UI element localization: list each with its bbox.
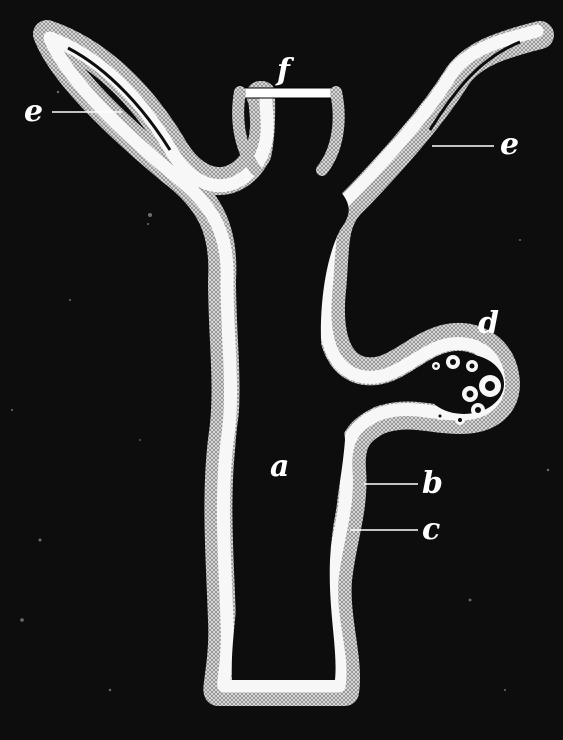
- mouth-opening: [238, 88, 340, 98]
- label-d: d: [478, 306, 499, 341]
- label-a: a: [270, 449, 289, 484]
- label-b: b: [422, 466, 443, 501]
- label-c: c: [422, 512, 440, 547]
- label-e-left: e: [24, 94, 43, 129]
- label-e-right: e: [500, 127, 519, 162]
